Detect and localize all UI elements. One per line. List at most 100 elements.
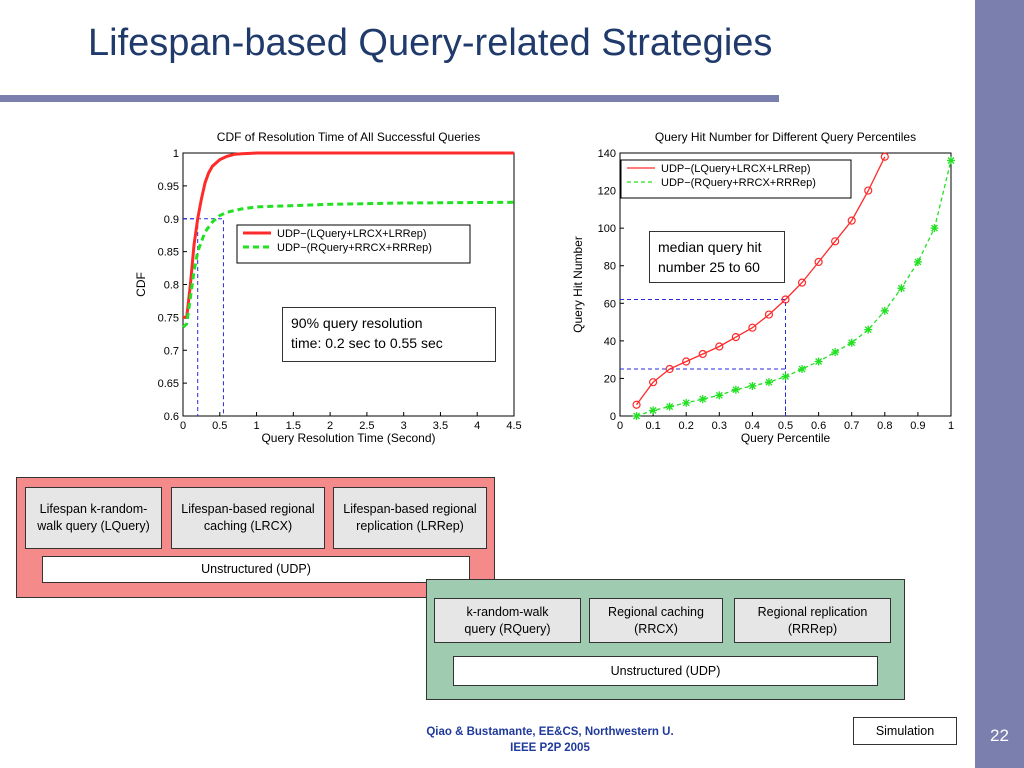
hits-ytick-label: 120 (598, 186, 616, 198)
hits-xtick-label: 0.5 (778, 420, 793, 432)
hits-series-2-point (947, 156, 955, 165)
hits-legend-label: UDP−(LQuery+LRCX+LRRep) (661, 163, 810, 175)
cdf-ytick-label: 0.6 (164, 411, 179, 423)
cdf-chart: CDF of Resolution Time of All Successful… (134, 130, 522, 445)
hits-series-1-point (682, 357, 691, 366)
hits-series-2-point (698, 395, 707, 404)
hits-xtick-label: 0.2 (679, 420, 694, 432)
hits-ytick-label: 20 (604, 373, 616, 385)
hits-xtick-label: 0.3 (712, 420, 727, 432)
annotation-median-line2: number 25 to 60 (658, 258, 760, 275)
cdf-ytick-label: 0.75 (158, 312, 179, 324)
hits-series-2-point (715, 391, 724, 400)
hits-series-1-point (864, 186, 873, 195)
cdf-ytick-label: 0.7 (164, 345, 179, 357)
hits-xtick-label: 1 (948, 420, 954, 432)
cdf-xtick-label: 2.5 (359, 420, 374, 432)
hits-ytick-label: 0 (610, 411, 616, 423)
simulation-label: Simulation (853, 717, 957, 745)
annotation-resolution-line1: 90% query resolution (291, 315, 423, 331)
cdf-xtick-label: 3.5 (433, 420, 448, 432)
hits-title: Query Hit Number for Different Query Per… (655, 130, 916, 144)
hits-series-1-point (648, 378, 658, 387)
hits-xtick-label: 0.6 (811, 420, 826, 432)
cdf-xtick-label: 4.5 (506, 420, 521, 432)
hits-series-2-point (781, 372, 790, 381)
cdf-series-1-line (183, 151, 514, 319)
rrcx-box: Regional caching (RRCX) (589, 598, 723, 643)
hits-series-2-point (665, 402, 674, 411)
cdf-xtick-label: 0.5 (212, 420, 227, 432)
lrcx-box: Lifespan-based regional caching (LRCX) (171, 487, 325, 549)
hits-series-1-point (715, 342, 724, 351)
udp-base-top: Unstructured (UDP) (42, 556, 470, 583)
cdf-plot-frame (182, 152, 515, 417)
hit-number-chart: Query Hit Number for Different Query Per… (571, 130, 955, 445)
hits-series-2-point (748, 381, 757, 390)
hits-xlabel: Query Percentile (741, 431, 831, 445)
footer-line2: IEEE P2P 2005 (510, 742, 590, 755)
cdf-xtick-label: 3 (401, 420, 407, 432)
hits-series-2-point (682, 398, 691, 407)
hits-legend-label: UDP−(RQuery+RRCX+RRRep) (661, 177, 816, 189)
cdf-ytick-label: 0.65 (158, 378, 179, 390)
hits-series-1-point (781, 295, 790, 304)
footer-line1: Qiao & Bustamante, EE&CS, Northwestern U… (426, 726, 674, 738)
hits-ytick-label: 100 (598, 223, 616, 235)
cdf-ytick-label: 0.9 (164, 214, 179, 226)
hits-series-2-point (897, 284, 906, 293)
cdf-xtick-label: 1.5 (286, 420, 301, 432)
hits-series-1-point (632, 400, 641, 409)
hits-xtick-label: 0.1 (645, 420, 660, 432)
hits-series-2-point (731, 385, 740, 394)
cdf-ytick-label: 0.95 (158, 181, 179, 193)
cdf-xtick-label: 2 (327, 420, 333, 432)
hits-series-1-point (748, 323, 757, 332)
cdf-ytick-label: 1 (173, 148, 179, 160)
hits-series-1-point (731, 333, 740, 342)
hits-xtick-label: 0.8 (877, 420, 892, 432)
hits-ytick-label: 60 (604, 298, 616, 310)
cdf-title: CDF of Resolution Time of All Successful… (217, 130, 480, 144)
cdf-legend-label: UDP−(RQuery+RRCX+RRRep) (277, 242, 432, 254)
hits-xtick-label: 0 (617, 420, 623, 432)
cdf-xtick-label: 0 (180, 420, 186, 432)
hits-series-2-point (913, 257, 922, 266)
hits-series-1-point (880, 152, 889, 161)
cdf-ytick-label: 0.85 (158, 247, 179, 259)
cdf-legend-label: UDP−(LQuery+LRCX+LRRep) (277, 228, 426, 240)
hits-series-1-point (847, 216, 856, 225)
hits-ytick-label: 40 (604, 336, 616, 348)
right-sidebar (975, 0, 1024, 768)
hits-series-2-point (864, 325, 873, 334)
annotation-median-hit: median query hit number 25 to 60 (649, 231, 785, 283)
cdf-ylabel: CDF (134, 272, 148, 297)
slide-title: Lifespan-based Query-related Strategies (88, 22, 773, 64)
cdf-xlabel: Query Resolution Time (Second) (261, 431, 435, 445)
hits-ylabel: Query Hit Number (571, 236, 585, 333)
hits-xtick-label: 0.7 (844, 420, 859, 432)
hits-ytick-label: 140 (598, 148, 616, 160)
lquery-box: Lifespan k-random-walk query (LQuery) (25, 487, 162, 549)
title-underline (0, 95, 779, 102)
hits-series-1-point (698, 349, 707, 359)
hits-series-2-point (847, 338, 856, 347)
hits-xtick-label: 0.9 (910, 420, 925, 432)
hits-series-1-line (635, 156, 886, 406)
cdf-ytick-label: 0.8 (164, 280, 179, 292)
hits-series-2-point (798, 365, 807, 374)
hits-series-1-point (831, 237, 840, 246)
rquery-box: k-random-walk query (RQuery) (434, 598, 581, 643)
annotation-resolution-line2: time: 0.2 sec to 0.55 sec (291, 334, 443, 351)
rrrep-box: Regional replication (RRRep) (734, 598, 891, 643)
annotation-resolution-time: 90% query resolution time: 0.2 sec to 0.… (282, 307, 496, 362)
page-number: 22 (990, 726, 1009, 745)
hits-series-2-point (632, 412, 641, 420)
hits-series-2-point (649, 406, 658, 415)
hits-series-2-point (814, 357, 823, 366)
cdf-series-2-line (182, 200, 515, 329)
lrrep-box: Lifespan-based regional replication (LRR… (333, 487, 487, 549)
hits-reference-line (620, 368, 786, 416)
hits-series-2-point (764, 378, 773, 387)
hits-legend-box (620, 159, 852, 199)
